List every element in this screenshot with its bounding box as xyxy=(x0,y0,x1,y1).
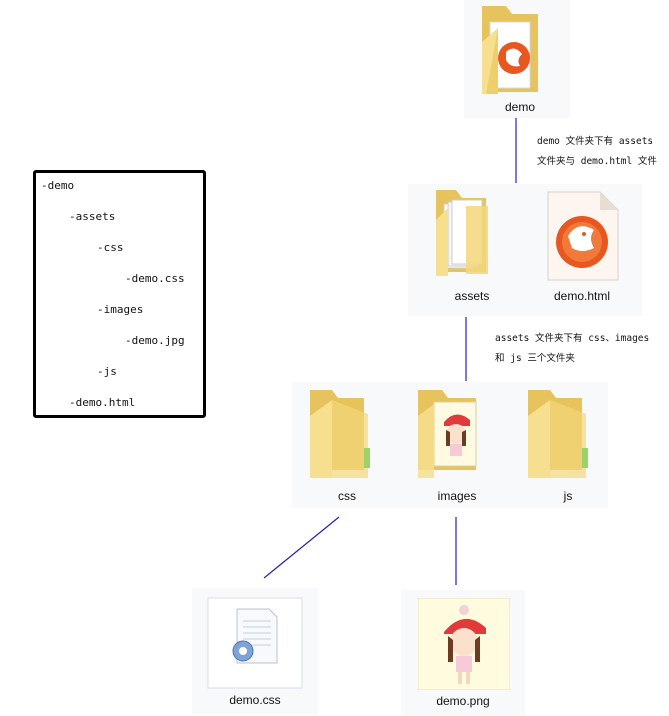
demo-css-label: demo.css xyxy=(229,693,281,707)
annotation-line: demo 文件夹下有 assets xyxy=(537,136,654,147)
annotation-line: assets 文件夹下有 css、images xyxy=(495,333,650,344)
demo-png-label: demo.png xyxy=(436,694,490,708)
js-folder-label: js xyxy=(563,489,573,503)
tree-line: -assets xyxy=(69,210,116,223)
folder-icon[interactable] xyxy=(306,386,380,480)
tree-line: -demo.css xyxy=(125,272,185,285)
demo-html-label: demo.html xyxy=(553,289,611,303)
tree-line: -images xyxy=(97,303,144,316)
css-file-icon[interactable] xyxy=(207,597,303,689)
tree-line: -demo.html xyxy=(69,396,136,409)
annotation-line: 文件夹与 demo.html 文件 xyxy=(537,156,657,167)
folder-icon[interactable] xyxy=(430,186,496,278)
tree-line: -css xyxy=(97,241,124,254)
tree-line: -demo xyxy=(41,179,75,192)
tree-line: -demo.jpg xyxy=(125,334,185,347)
annotation-line: 和 js 三个文件夹 xyxy=(495,353,575,364)
folder-tree-box: -demo -assets -css -demo.css -images -de… xyxy=(33,170,206,418)
connector-css-democss xyxy=(263,516,340,579)
annotation-note-2: assets 文件夹下有 css、images 和 js 三个文件夹 xyxy=(495,329,649,369)
folder-icon[interactable] xyxy=(524,386,604,480)
annotation-note-1: demo 文件夹下有 assets 文件夹与 demo.html 文件 xyxy=(537,132,657,172)
tree-line: -js xyxy=(97,365,117,378)
demo-folder-label: demo xyxy=(504,100,536,114)
image-icon[interactable] xyxy=(416,386,496,480)
image-icon[interactable] xyxy=(418,598,510,690)
assets-folder-label: assets xyxy=(454,289,490,303)
folder-icon[interactable] xyxy=(476,2,552,96)
browser-icon[interactable] xyxy=(542,190,622,282)
images-folder-label: images xyxy=(437,489,477,503)
css-folder-label: css xyxy=(338,489,356,503)
